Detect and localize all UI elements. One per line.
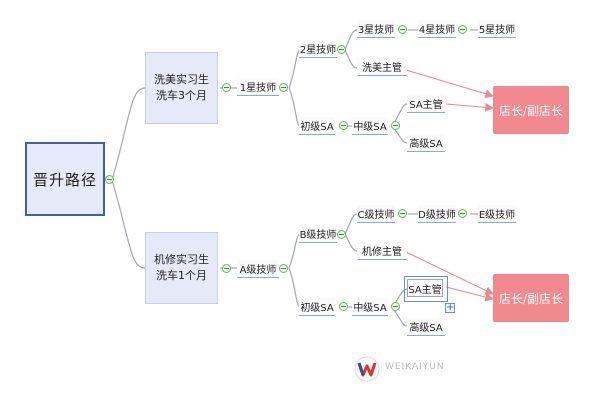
link-techB-supervisor [344,233,358,252]
repair-sa-junior-node[interactable]: 初级SA [299,298,335,316]
wash-sa-junior-node[interactable]: 初级SA [299,117,335,135]
repair-techA-node[interactable]: A级技师 [237,260,279,278]
repair-apprentice-line1: 机修实习生 [154,253,209,266]
wash-apprentice-line2: 洗车3个月 [156,89,207,102]
repair-sa-mid-node[interactable]: 中级SA [352,298,388,316]
repair-techE-node[interactable]: E级技师 [478,205,516,223]
link-tech2-supervisor [344,49,358,69]
collapse-toggle-icon[interactable] [339,121,348,130]
repair-sa-senior-label: 高级SA [409,323,443,334]
arrow-supervisor-goal [405,69,495,99]
wash-apprentice-node[interactable]: 洗美实习生 洗车3个月 [145,52,218,124]
root-label: 晋升路径 [32,170,97,189]
wash-sa-mid-label: 中级SA [353,122,387,133]
link-root-wash [111,87,146,181]
repair-goal-node[interactable]: 店长/副店长 [493,274,569,322]
selection-frame [404,276,448,302]
collapse-toggle-icon[interactable] [458,25,467,34]
repair-apprentice-line2: 洗车1个月 [156,269,207,282]
link-techB-techC [344,213,358,235]
collapse-toggle-icon[interactable] [337,230,346,239]
repair-sa-junior-label: 初级SA [300,303,334,314]
repair-techC-label: C级技师 [357,210,395,221]
repair-apprentice-node[interactable]: 机修实习生 洗车1个月 [145,232,218,304]
wash-goal-label: 店长/副店长 [498,103,564,118]
wash-sa-senior-label: 高级SA [409,139,443,150]
repair-techA-label: A级技师 [239,265,277,276]
repair-techD-label: D级技师 [418,210,456,221]
repair-sa-head-label: SA主管 [408,284,442,296]
collapse-toggle-icon[interactable] [279,264,288,273]
repair-techE-label: E级技师 [478,210,516,221]
brand-logo-icon [354,356,380,382]
wash-tech5-label: 5星技师 [478,25,516,36]
wash-tech2-node[interactable]: 2星技师 [299,40,337,58]
collapse-toggle-icon[interactable] [458,209,467,218]
repair-supervisor-label: 机修主管 [362,247,402,258]
add-child-icon[interactable]: + [445,302,455,313]
repair-techB-label: B级技师 [299,230,337,241]
wash-sa-head-node[interactable]: SA主管 [407,95,445,113]
repair-sa-senior-node[interactable]: 高级SA [407,318,445,336]
arrow-sahead-goal-2 [445,286,495,302]
wash-tech3-label: 3星技师 [357,25,395,36]
repair-techB-node[interactable]: B级技师 [299,225,337,243]
root-node[interactable]: 晋升路径 [25,142,105,216]
collapse-toggle-icon[interactable] [339,302,348,311]
collapse-toggle-icon[interactable] [222,264,231,273]
wash-tech5-node[interactable]: 5星技师 [478,20,516,38]
arrow-sahead-goal [445,102,495,112]
collapse-toggle-icon[interactable] [279,83,288,92]
wash-tech1-node[interactable]: 1星技师 [237,78,279,96]
collapse-toggle-icon[interactable] [391,121,400,130]
wash-tech2-label: 2星技师 [299,45,337,56]
wash-supervisor-label: 洗美主管 [362,63,402,74]
repair-techC-node[interactable]: C级技师 [357,205,395,223]
wash-goal-node[interactable]: 店长/副店长 [493,86,569,134]
repair-goal-label: 店长/副店长 [498,291,564,306]
repair-supervisor-node[interactable]: 机修主管 [357,242,407,260]
wash-tech4-node[interactable]: 4星技师 [418,20,456,38]
repair-sa-mid-label: 中级SA [353,303,387,314]
wash-sa-junior-label: 初级SA [300,122,334,133]
wash-sa-head-label: SA主管 [409,100,443,111]
logo-text: WEIKAIYUN [385,362,445,372]
wash-apprentice-line1: 洗美实习生 [154,73,209,86]
collapse-toggle-icon[interactable] [391,302,400,311]
repair-sa-head-node[interactable]: SA主管 [407,279,443,297]
link-tech2-tech3 [344,29,358,51]
collapse-toggle-icon[interactable] [398,209,407,218]
wash-tech3-node[interactable]: 3星技师 [357,20,395,38]
wash-tech4-label: 4星技师 [418,25,456,36]
collapse-toggle-icon[interactable] [222,83,231,92]
arrow-supervisor-goal-2 [405,251,494,295]
repair-techD-node[interactable]: D级技师 [418,205,456,223]
wash-sa-mid-node[interactable]: 中级SA [352,117,388,135]
wash-sa-senior-node[interactable]: 高级SA [407,134,445,152]
collapse-toggle-icon[interactable] [398,25,407,34]
link-root-repair [111,179,146,269]
wash-tech1-label: 1星技师 [239,83,277,94]
collapse-toggle-icon[interactable] [105,175,114,184]
collapse-toggle-icon[interactable] [337,45,346,54]
wash-supervisor-node[interactable]: 洗美主管 [357,58,407,76]
